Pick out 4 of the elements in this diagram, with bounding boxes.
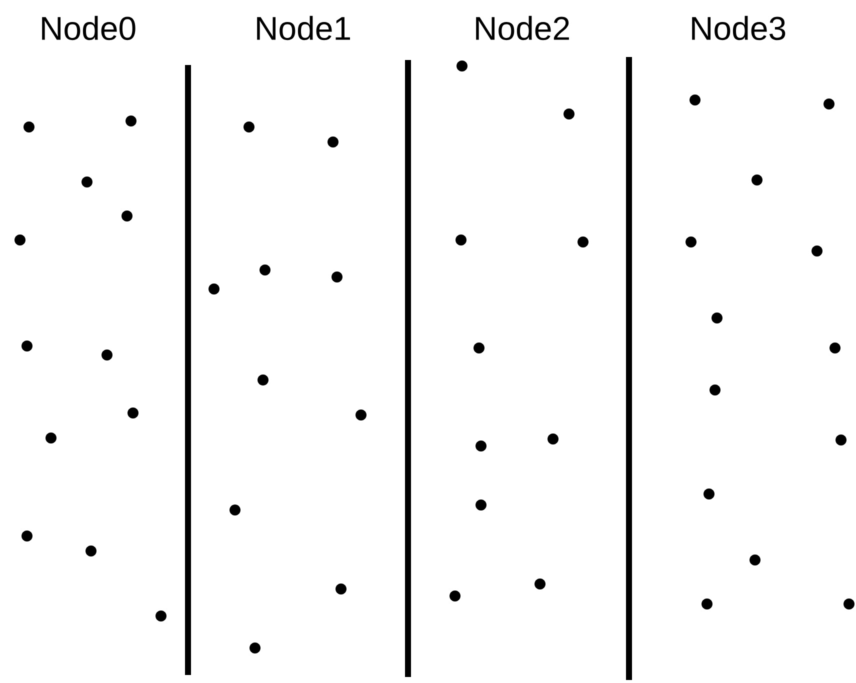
column-heading: Node1 — [257, 16, 350, 40]
column-heading: Node3 — [692, 16, 786, 40]
column-heading: Node0 — [42, 16, 136, 40]
column-heading: Node2 — [476, 16, 569, 40]
